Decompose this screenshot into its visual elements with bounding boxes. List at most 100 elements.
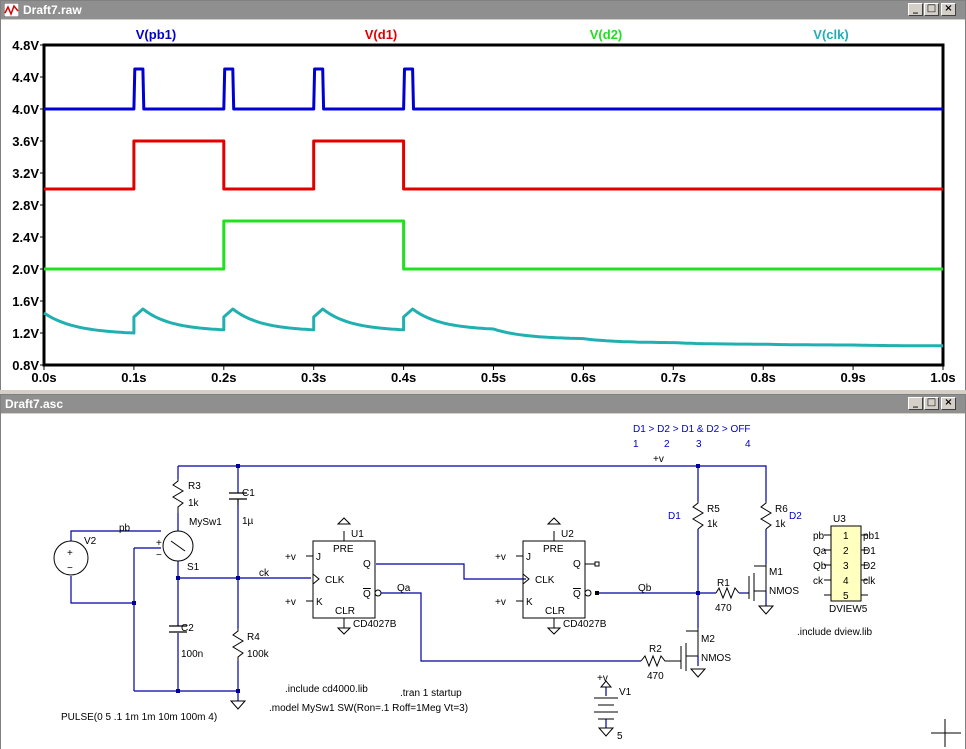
- v2-label: V2: [84, 536, 97, 547]
- trace-label-1[interactable]: V(pb1): [136, 27, 176, 42]
- r5-label: R5: [707, 504, 720, 515]
- u2-flipflop[interactable]: [516, 517, 600, 635]
- crosshair-cursor-icon: [931, 719, 961, 747]
- u2-clr: CLR: [545, 606, 565, 617]
- u2-label: U2: [561, 529, 574, 540]
- legend-num-2: 2: [664, 439, 670, 450]
- net-vplus-label: +v: [653, 454, 664, 465]
- mosfet-m2[interactable]: [680, 628, 699, 671]
- r4-label: R4: [247, 632, 260, 643]
- trace-vclk[interactable]: [43, 307, 943, 348]
- net-qa-label: Qa: [397, 583, 411, 594]
- maximize-icon[interactable]: □: [924, 3, 939, 16]
- u1-flipflop[interactable]: [306, 517, 382, 635]
- y-tick-label: 2.0V: [12, 262, 39, 277]
- maximize-icon[interactable]: □: [924, 397, 939, 410]
- y-tick-label: 2.8V: [12, 198, 39, 213]
- directive-include-dview[interactable]: .include dview.lib: [797, 627, 872, 638]
- u3-num-5: 5: [843, 591, 849, 602]
- u3-left-4: ck: [813, 576, 824, 587]
- trace-label-4[interactable]: V(clk): [813, 27, 848, 42]
- trace-label-3[interactable]: V(d2): [590, 27, 623, 42]
- r2-label: R2: [649, 644, 662, 655]
- directive-include-cd4000[interactable]: .include cd4000.lib: [285, 684, 368, 695]
- v1-value: 5: [617, 731, 623, 742]
- u3-num-1: 1: [843, 531, 849, 542]
- schematic-window[interactable]: Draft7.asc _ □ ×: [0, 394, 966, 749]
- legend-num-3: 3: [696, 439, 702, 450]
- m1-label: M1: [769, 567, 783, 578]
- m2-model: NMOS: [701, 653, 731, 664]
- x-tick-label: 0.2s: [211, 370, 236, 385]
- schematic-canvas[interactable]: + − + −: [1, 414, 965, 749]
- close-icon[interactable]: ×: [941, 3, 956, 16]
- legend-line1: D1 > D2 > D1 & D2 > OFF: [633, 424, 751, 435]
- y-tick-label: 4.8V: [12, 38, 39, 53]
- plot-frame: [42, 43, 945, 367]
- x-tick-label: 0.8s: [751, 370, 776, 385]
- r6-value: 1k: [775, 519, 787, 530]
- c1-label: C1: [242, 488, 255, 499]
- s1-model: MySw1: [189, 517, 222, 528]
- directive-model[interactable]: .model MySw1 SW(Ron=.1 Roff=1Meg Vt=3): [269, 703, 468, 714]
- trace-vpb1[interactable]: [44, 67, 943, 111]
- trace-vd2[interactable]: [44, 219, 943, 271]
- c1-value: 1µ: [242, 516, 254, 527]
- y-tick-label: 3.2V: [12, 166, 39, 181]
- minimize-icon[interactable]: _: [908, 3, 923, 16]
- v2-pulse-value[interactable]: PULSE(0 5 .1 1m 1m 10m 100m 4): [61, 712, 217, 723]
- net-pb-label: pb: [119, 523, 131, 534]
- svg-text:−: −: [67, 563, 73, 574]
- v1-source[interactable]: [594, 680, 618, 720]
- waveform-plot[interactable]: V(pb1)V(d1)V(d2)V(clk) 4.8V4.4V4.0V3.6V3…: [1, 20, 965, 390]
- u2-q: Q: [573, 559, 581, 570]
- u1-j-net: +v: [285, 552, 296, 563]
- resistor-symbols: [172, 479, 772, 668]
- v2-source[interactable]: + −: [53, 540, 89, 576]
- schematic-background: [1, 414, 965, 749]
- mosfet-m1[interactable]: [748, 564, 767, 601]
- x-tick-label: 0.4s: [391, 370, 416, 385]
- r3-label: R3: [188, 481, 201, 492]
- minimize-icon[interactable]: _: [908, 397, 923, 410]
- capacitor-symbols: [169, 492, 247, 633]
- y-tick-label: 2.4V: [12, 230, 39, 245]
- net-d1-label: D1: [668, 511, 681, 522]
- directive-tran[interactable]: .tran 1 startup: [400, 688, 462, 699]
- v1-net: +v: [597, 673, 608, 684]
- trace-label-2[interactable]: V(d1): [365, 27, 398, 42]
- close-icon[interactable]: ×: [941, 397, 956, 410]
- r5-value: 1k: [707, 519, 719, 530]
- u2-qbar: Q: [573, 589, 581, 600]
- c2-label: C2: [181, 623, 194, 634]
- u1-clr: CLR: [335, 606, 355, 617]
- c2-value: 100n: [181, 649, 203, 660]
- u3-dview[interactable]: [824, 525, 868, 602]
- waveform-titlebar[interactable]: Draft7.raw _ □ ×: [1, 1, 965, 19]
- schematic-title: Draft7.asc: [5, 397, 64, 411]
- y-tick-label: 4.0V: [12, 102, 39, 117]
- y-tick-label: 4.4V: [12, 70, 39, 85]
- schematic-titlebar[interactable]: Draft7.asc _ □ ×: [1, 395, 965, 413]
- x-tick-label: 0.7s: [661, 370, 686, 385]
- legend-num-4: 4: [745, 439, 751, 450]
- u2-j: J: [526, 552, 531, 563]
- u2-k: K: [526, 597, 533, 608]
- svg-text:+: +: [67, 548, 73, 559]
- legend-num-1: 1: [633, 439, 639, 450]
- x-tick-label: 0.5s: [481, 370, 506, 385]
- waveform-title: Draft7.raw: [23, 3, 82, 17]
- net-ck-label: ck: [259, 568, 270, 579]
- u3-left-1: pb: [813, 531, 825, 542]
- x-tick-label: 0.3s: [301, 370, 326, 385]
- switch-s1[interactable]: + −: [156, 530, 194, 562]
- waveform-window[interactable]: Draft7.raw _ □ × V(pb1)V(d1)V(d2)V(clk) …: [0, 0, 966, 390]
- trace-vd1[interactable]: [44, 139, 943, 191]
- plot-background: [1, 20, 965, 390]
- u1-clk: CLK: [325, 575, 345, 586]
- u1-k-net: +v: [285, 597, 296, 608]
- u1-label: U1: [351, 529, 364, 540]
- u3-left-3: Qb: [813, 561, 827, 572]
- u2-pre: PRE: [543, 544, 564, 555]
- u2-k-net: +v: [495, 597, 506, 608]
